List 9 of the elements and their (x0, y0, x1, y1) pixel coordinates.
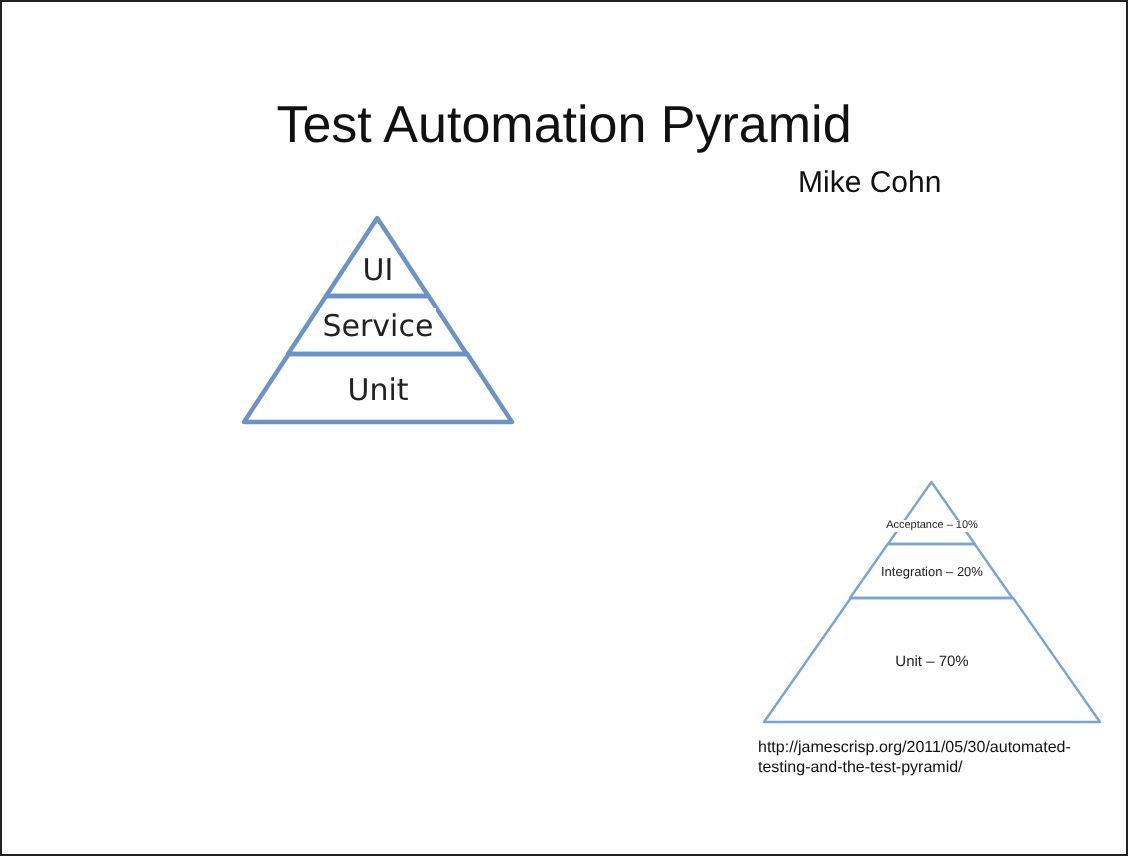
pyramid-section (288, 296, 468, 354)
pyramid-section (244, 354, 512, 422)
source-url: http://jamescrisp.org/2011/05/30/automated-testing-and-the-test-pyramid/ (758, 738, 1073, 778)
pyramid-section (764, 598, 1100, 722)
author-name: Mike Cohn (798, 166, 942, 200)
pyramid-top-section (326, 218, 430, 296)
slide-title: Test Automation Pyramid (274, 94, 854, 156)
pyramid-top-section (888, 482, 976, 544)
pyramid-section (850, 544, 1014, 598)
